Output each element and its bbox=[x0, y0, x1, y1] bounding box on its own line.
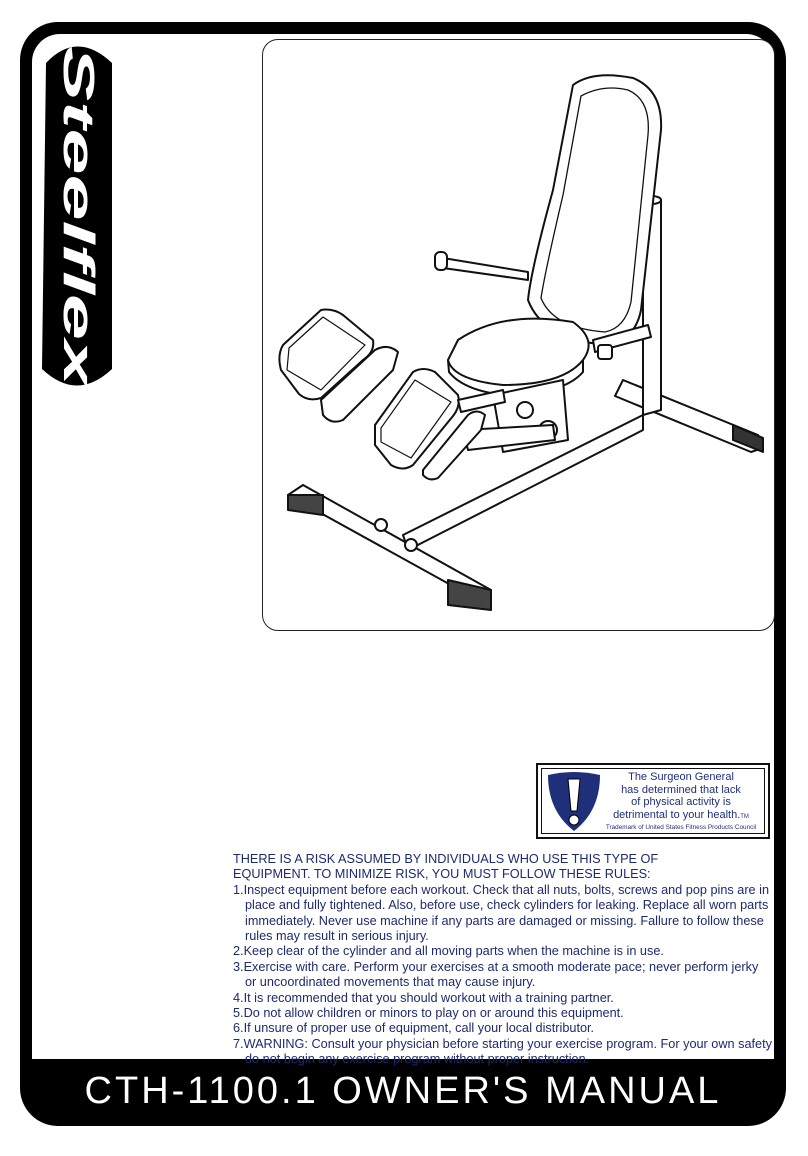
rule-item: 6.If unsure of proper use of equipment, … bbox=[233, 1021, 595, 1036]
rules-intro-line-2: EQUIPMENT. TO MINIMIZE RISK, YOU MUST FO… bbox=[233, 867, 651, 882]
rule-item: 7.WARNING: Consult your physician before… bbox=[233, 1036, 772, 1067]
trademark-note: Trademark of United States Fitness Produ… bbox=[605, 824, 757, 831]
rule-item: 3.Exercise with care. Perform your exerc… bbox=[233, 959, 759, 990]
rule-item: 5.Do not allow children or minors to pla… bbox=[233, 1006, 624, 1021]
exclamation-shield-icon bbox=[548, 772, 600, 831]
surgeon-general-badge: The Surgeon General has determined that … bbox=[536, 763, 770, 839]
rules-intro-line-1: THERE IS A RISK ASSUMED BY INDIVIDUALS W… bbox=[233, 852, 659, 866]
manual-title: CTH-1100.1 OWNER'S MANUAL bbox=[84, 1070, 722, 1112]
exercise-machine-illustration bbox=[278, 74, 764, 611]
logo-text: Steelflex bbox=[54, 46, 103, 389]
rules-list: 1.Inspect equipment before each workout.… bbox=[233, 883, 773, 1068]
surgeon-general-text: The Surgeon General has determined that … bbox=[613, 771, 749, 821]
rule-item: 1.Inspect equipment before each workout.… bbox=[233, 882, 769, 944]
rule-item: 4.It is recommended that you should work… bbox=[233, 990, 614, 1005]
equipment-illustration-frame bbox=[262, 39, 775, 631]
steelflex-logo: Steelflex bbox=[42, 46, 112, 389]
rule-item: 2.Keep clear of the cylinder and all mov… bbox=[233, 944, 664, 959]
safety-rules: THERE IS A RISK ASSUMED BY INDIVIDUALS W… bbox=[233, 852, 773, 1068]
